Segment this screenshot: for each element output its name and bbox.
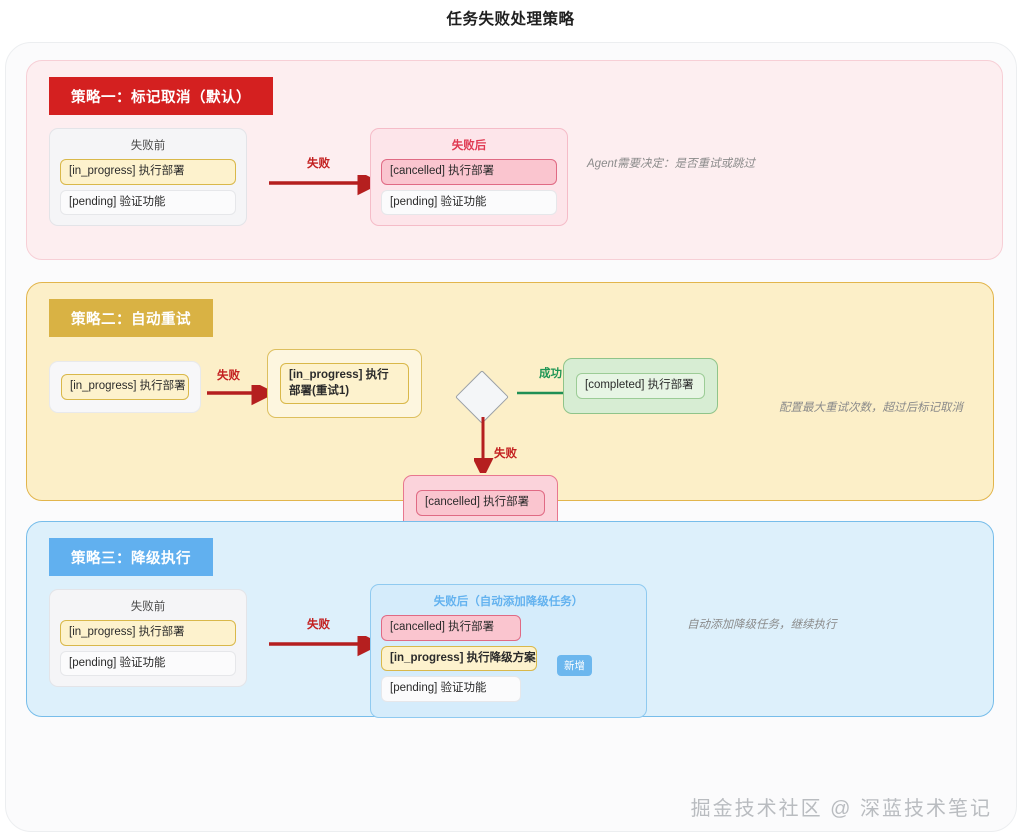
diagram-card: 策略一：标记取消（默认） 失败前 [in_progress] 执行部署 [pen…	[5, 42, 1017, 832]
task-item: [cancelled] 执行部署	[381, 615, 521, 641]
strategy-2-header: 策略二：自动重试	[49, 299, 213, 337]
arrow-label: 失败	[307, 158, 330, 170]
page-title: 任务失败处理策略	[446, 11, 575, 28]
panel-title: 失败后	[451, 140, 487, 152]
strategy-1-fail-arrow: 失败	[269, 158, 389, 199]
task-item: [in_progress] 执行部署	[60, 620, 236, 646]
strategy-1-header: 策略一：标记取消（默认）	[49, 77, 273, 115]
task-item: [in_progress] 执行降级方案	[381, 645, 537, 672]
panel-title: 失败后（自动添加降级任务）	[433, 596, 584, 608]
task-item: [pending] 验证功能	[60, 650, 236, 677]
arrow-label: 失败	[494, 448, 517, 460]
task-item: [in_progress] 执行部署	[61, 374, 189, 400]
strategy-3-after-panel: 失败后（自动添加降级任务） [cancelled] 执行部署 [in_progr…	[370, 584, 647, 718]
arrow-icon	[474, 417, 494, 473]
strategy-2-start-box: [in_progress] 执行部署	[49, 361, 201, 413]
task-item: [cancelled] 执行部署	[416, 490, 545, 516]
strategy-2-completed-box: [completed] 执行部署	[563, 358, 718, 414]
watermark: 掘金技术社区 @ 深蓝技术笔记	[690, 798, 992, 820]
strategy-3-fail-arrow: 失败	[269, 619, 389, 660]
arrow-icon	[269, 636, 382, 657]
strategy-2-fail-down-arrow: 失败	[474, 417, 544, 473]
task-item: [completed] 执行部署	[576, 373, 705, 399]
panel-title: 失败前	[130, 140, 166, 152]
arrow-icon	[207, 385, 276, 406]
strategy-1-note: Agent需要决定：是否重试或跳过	[587, 158, 756, 170]
strategy-2-retry-box: [in_progress] 执行部署(重试1)	[267, 349, 422, 419]
arrow-icon	[269, 175, 382, 196]
task-item: [pending] 验证功能	[381, 189, 557, 216]
panel-title: 失败前	[130, 601, 166, 613]
strategy-2-fail-arrow: 失败	[207, 369, 287, 409]
strategy-2-note: 配置最大重试次数，超过后标记取消	[779, 402, 963, 414]
task-item: [in_progress] 执行部署(重试1)	[280, 363, 409, 405]
strategy-2-success-arrow: 成功	[517, 368, 607, 409]
arrow-label: 失败	[307, 619, 330, 631]
strategy-section-1: 策略一：标记取消（默认） 失败前 [in_progress] 执行部署 [pen…	[26, 60, 1003, 260]
task-item: [pending] 验证功能	[60, 189, 236, 216]
strategy-1-before-panel: 失败前 [in_progress] 执行部署 [pending] 验证功能	[49, 128, 247, 227]
arrow-label: 成功	[539, 368, 562, 380]
strategy-1-after-panel: 失败后 [cancelled] 执行部署 [pending] 验证功能	[370, 128, 568, 227]
strategy-section-2: 策略二：自动重试 [in_progress] 执行部署 失败 [in_progr…	[26, 282, 994, 531]
task-item: [in_progress] 执行部署	[60, 159, 236, 185]
task-item: [pending] 验证功能	[381, 676, 521, 702]
decision-diamond-icon	[455, 370, 509, 424]
strategy-3-before-panel: 失败前 [in_progress] 执行部署 [pending] 验证功能	[49, 589, 247, 688]
new-task-badge: 新增	[557, 655, 592, 676]
strategy-3-header: 策略三：降级执行	[49, 538, 213, 576]
strategy-3-note: 自动添加降级任务，继续执行	[687, 619, 837, 631]
strategy-section-3: 策略三：降级执行 失败前 [in_progress] 执行部署 [pending…	[26, 521, 994, 718]
arrow-label: 失败	[217, 370, 240, 382]
task-item: [cancelled] 执行部署	[381, 159, 557, 185]
arrow-icon	[517, 385, 584, 402]
